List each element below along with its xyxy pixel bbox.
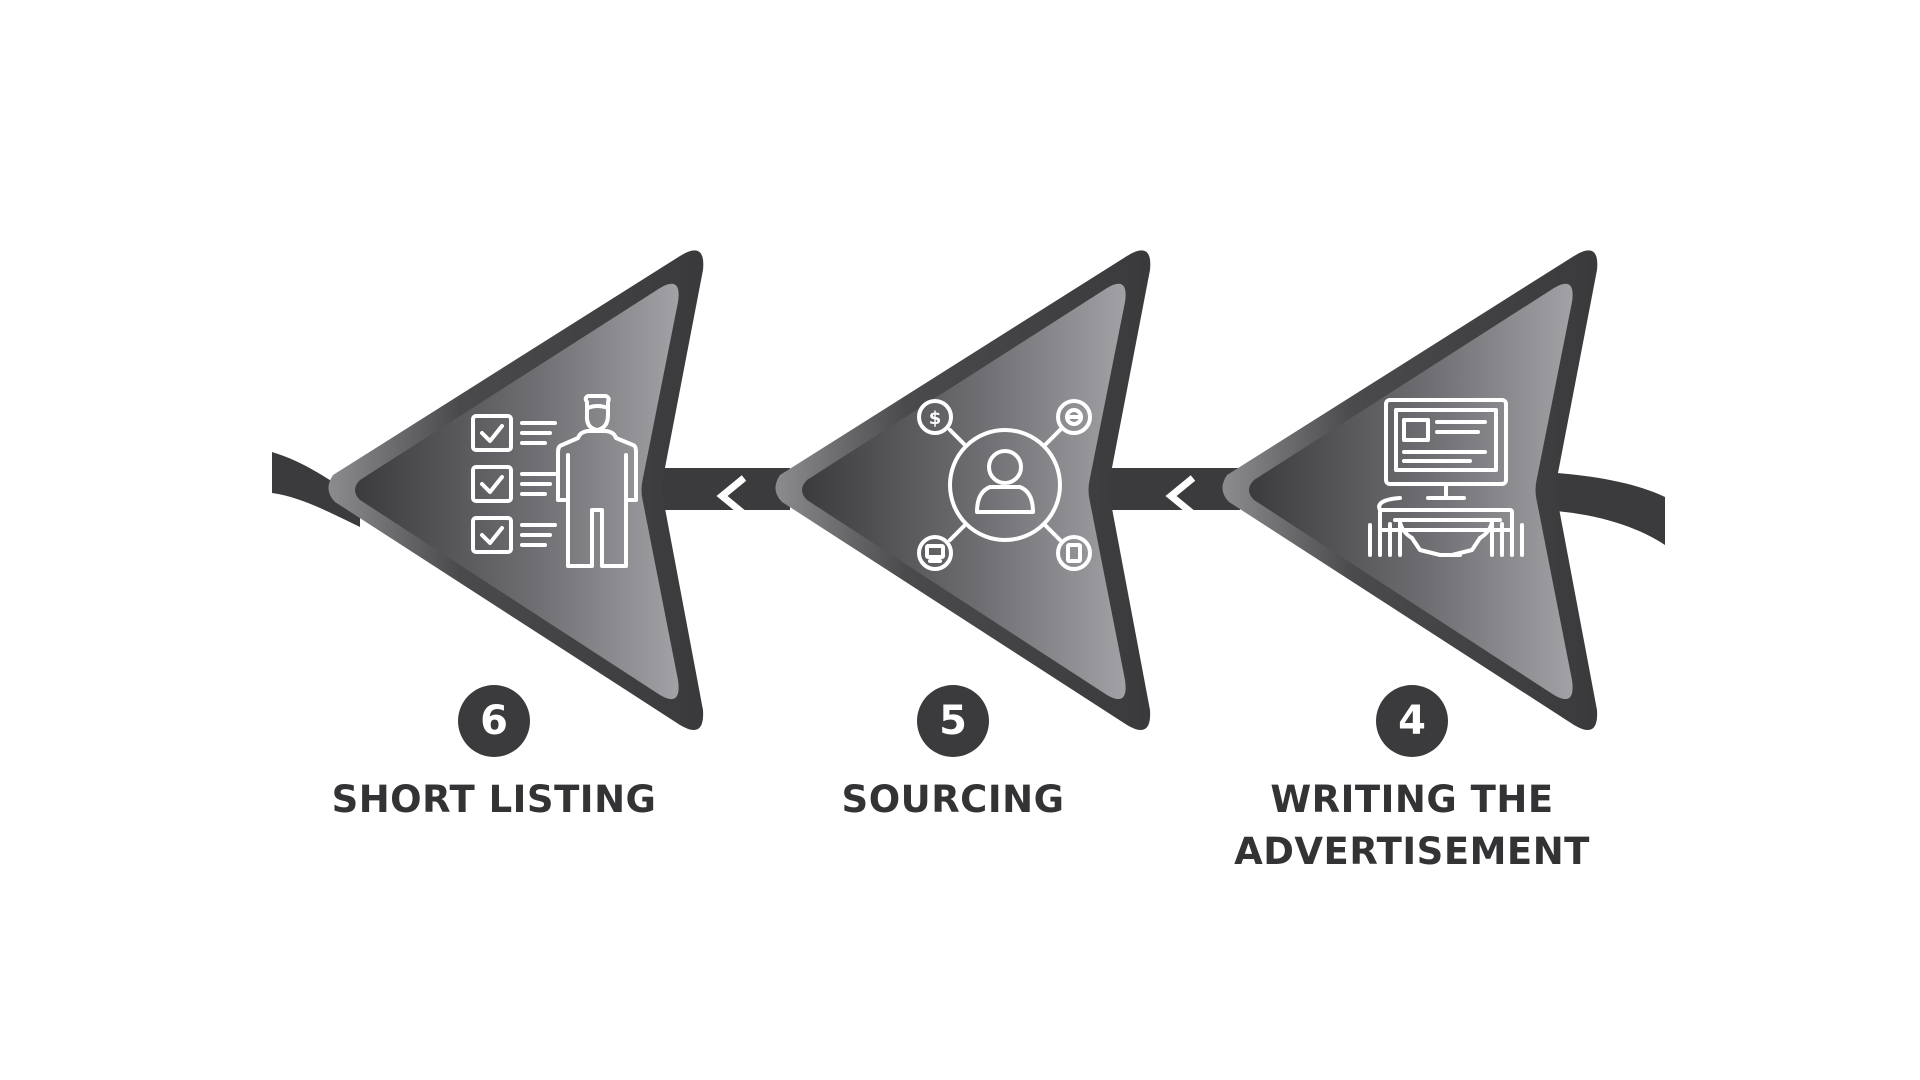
step-number-badge: 5 bbox=[917, 685, 989, 757]
step-label: SOURCING bbox=[841, 778, 1065, 821]
step-label: WRITING THE ADVERTISEMENT bbox=[1234, 778, 1590, 873]
svg-text:$: $ bbox=[929, 408, 942, 429]
chevron-left-icon bbox=[716, 475, 747, 517]
ribbon-segment bbox=[1100, 468, 1240, 510]
checklist-person-icon bbox=[471, 394, 638, 568]
computer-keyboard-icon bbox=[1368, 398, 1524, 557]
ribbon-right-tail bbox=[1540, 472, 1665, 545]
sourcing-network-icon: $ bbox=[917, 399, 1092, 571]
step-triangle bbox=[328, 250, 704, 730]
chevron-left-icon bbox=[1165, 475, 1196, 517]
step-number-badge: 4 bbox=[1376, 685, 1448, 757]
step-triangle bbox=[1222, 250, 1598, 730]
step-triangle bbox=[775, 250, 1151, 730]
step-label: SHORT LISTING bbox=[331, 778, 657, 821]
step-number-badge: 6 bbox=[458, 685, 530, 757]
ribbon-left-tail bbox=[272, 452, 360, 527]
ribbon-segment bbox=[650, 468, 790, 510]
